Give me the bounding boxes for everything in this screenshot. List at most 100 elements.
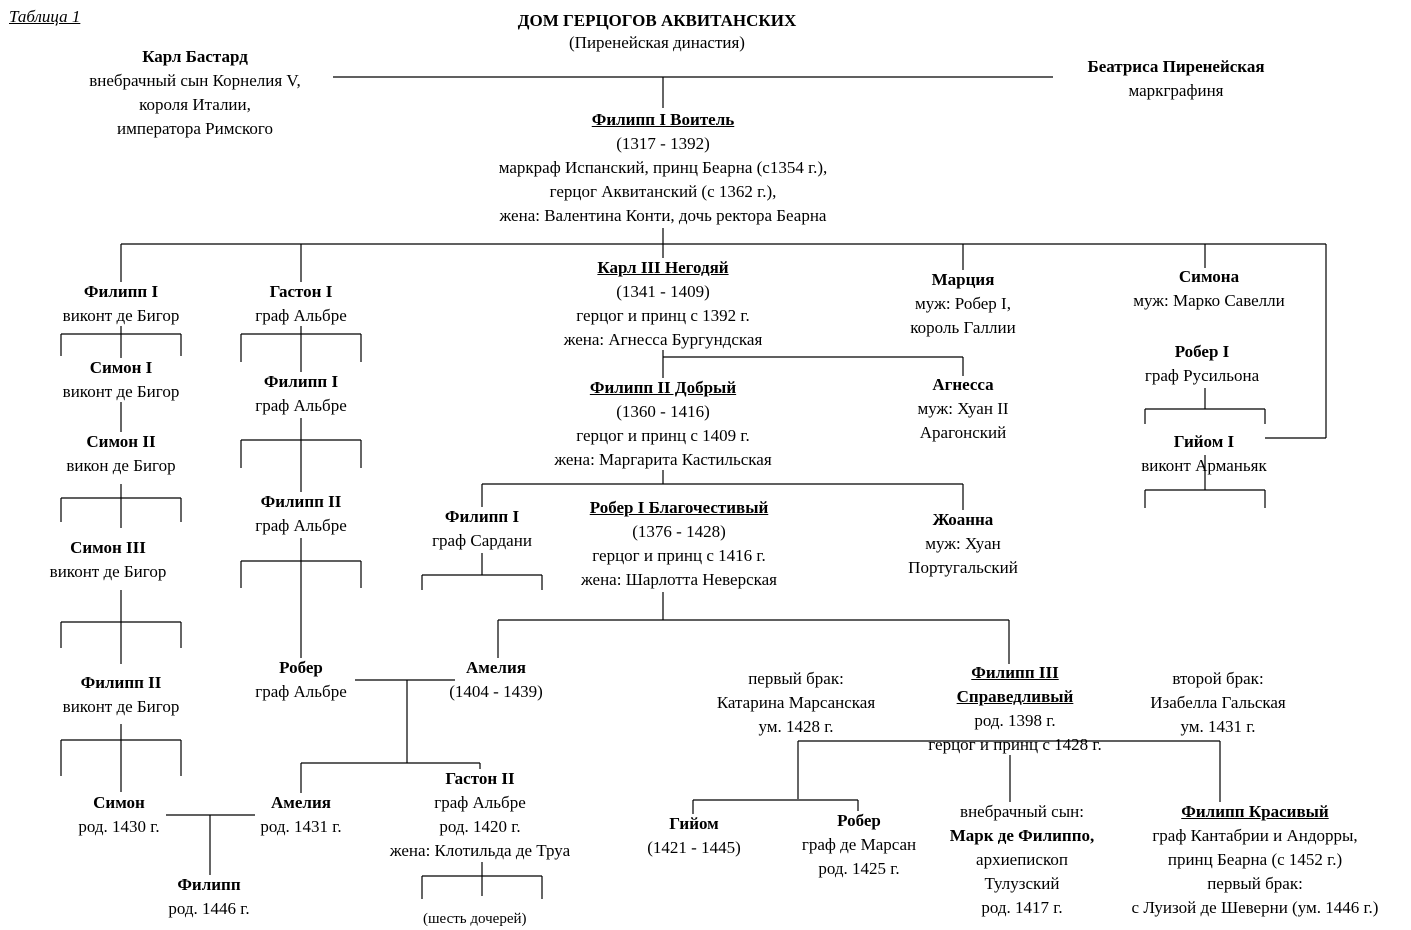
person-detail: граф Альбре bbox=[434, 793, 526, 812]
person-name: Беатриса Пиренейская bbox=[1087, 57, 1265, 76]
person-detail: (1317 - 1392) bbox=[616, 134, 710, 153]
person-karl-iii: Карл III Негодяй (1341 - 1409) герцог и пр… bbox=[564, 256, 763, 352]
person-detail: ум. 1428 г. bbox=[758, 717, 834, 736]
person-name: Филипп II bbox=[260, 492, 342, 511]
person-detail: виконт де Бигор bbox=[62, 697, 180, 716]
person-name: Гастон I bbox=[269, 282, 333, 301]
person-detail: граф Альбре bbox=[255, 682, 347, 701]
person-detail: первый брак: bbox=[1207, 874, 1303, 893]
person-rober-albre: Робер граф Альбре bbox=[255, 656, 347, 704]
person-name: Филипп II Добрый bbox=[589, 378, 737, 397]
person-rober-i-rusilon: Робер I граф Русильона bbox=[1145, 340, 1259, 388]
person-name: Симон III bbox=[70, 538, 146, 557]
person-detail: Изабелла Гальская bbox=[1150, 693, 1286, 712]
person-filipp-ii-bigor: Филипп II виконт де Бигор bbox=[63, 671, 180, 719]
person-detail: граф Альбре bbox=[255, 396, 347, 415]
person-simon-1430: Симон род. 1430 г. bbox=[78, 791, 159, 839]
person-detail: (1376 - 1428) bbox=[632, 522, 726, 541]
person-detail: король Галлии bbox=[910, 318, 1016, 337]
person-simona: Симона муж: Марко Савелли bbox=[1133, 265, 1284, 313]
person-detail: род. 1420 г. bbox=[439, 817, 521, 836]
person-detail: виконт де Бигор bbox=[49, 562, 167, 581]
person-detail: род. 1430 г. bbox=[78, 817, 160, 836]
person-filipp-ii-dobryi: Филипп II Добрый(1360 - 1416)герцог и пр… bbox=[554, 376, 771, 472]
person-name: Симона bbox=[1178, 267, 1240, 286]
person-detail: маркграфиня bbox=[1128, 81, 1224, 100]
note-six-daughters: (шесть дочерей) bbox=[423, 911, 527, 927]
person-detail: Арагонский bbox=[919, 423, 1007, 442]
person-detail: граф Альбре bbox=[255, 516, 347, 535]
person-detail: род. 1398 г. bbox=[974, 711, 1056, 730]
person-detail: граф Русильона bbox=[1144, 366, 1260, 385]
person-name: Филипп II bbox=[80, 673, 162, 692]
person-detail: муж: Марко Савелли bbox=[1133, 291, 1285, 310]
person-detail: муж: Робер I, bbox=[915, 294, 1011, 313]
person-name: Робер I Благочестивый bbox=[589, 498, 769, 517]
person-giyom: Гийом(1421 - 1445) bbox=[647, 812, 740, 860]
person-detail: архиепископ bbox=[976, 850, 1068, 869]
person-name: Марция bbox=[931, 270, 995, 289]
person-name: Жоанна bbox=[932, 510, 994, 529]
person-name: Филипп I bbox=[444, 507, 520, 526]
person-detail: жена: Агнесса Бургундская bbox=[563, 330, 763, 349]
person-detail: граф де Марсан bbox=[801, 835, 917, 854]
person-beatrisa: Беатриса Пиренейская маркграфиня bbox=[1087, 55, 1264, 103]
person-gaston-i: Гастон I граф Альбре bbox=[255, 280, 347, 328]
person-name: Амелия bbox=[271, 793, 331, 812]
diagram-subtitle: (Пиренейская династия) bbox=[569, 33, 745, 52]
person-name: Робер bbox=[279, 658, 323, 677]
person-detail: (1421 - 1445) bbox=[647, 838, 741, 857]
person-detail: род. 1446 г. bbox=[168, 899, 250, 918]
person-detail: Марк де Филиппо, bbox=[949, 826, 1095, 845]
person-detail: (1341 - 1409) bbox=[616, 282, 710, 301]
person-detail: принц Беарна (с 1452 г.) bbox=[1167, 850, 1343, 869]
person-detail: герцог и принц с 1392 г. bbox=[576, 306, 750, 325]
person-detail: виконт Арманьяк bbox=[1141, 456, 1267, 475]
person-detail: род. 1417 г. bbox=[981, 898, 1063, 917]
person-name: Гийом I bbox=[1173, 432, 1235, 451]
person-ameliya-1404: Амелия(1404 - 1439) bbox=[449, 656, 542, 704]
person-detail: граф Сардани bbox=[432, 531, 532, 550]
person-detail: род. 1425 г. bbox=[818, 859, 900, 878]
person-detail: Справедливый bbox=[956, 687, 1074, 706]
person-name: Филипп III bbox=[971, 663, 1059, 682]
person-detail: виконт де Бигор bbox=[62, 382, 180, 401]
person-detail: виконт де Бигор bbox=[62, 306, 180, 325]
person-detail: жена: Маргарита Кастильская bbox=[554, 450, 772, 469]
person-detail: граф Альбре bbox=[255, 306, 347, 325]
person-name: Филипп I Воитель bbox=[591, 110, 735, 129]
person-name: Симон I bbox=[89, 358, 153, 377]
person-name: Карл III Негодяй bbox=[597, 258, 729, 277]
person-name: Симон bbox=[93, 793, 145, 812]
diagram-title: ДОМ ГЕРЦОГОВ АКВИТАНСКИХ bbox=[517, 11, 797, 30]
person-simon-i: Симон I виконт де Бигор bbox=[63, 356, 180, 404]
person-filipp-i-voitel: Филипп I Воитель(1317 - 1392)маркраф Исп… bbox=[499, 108, 828, 228]
person-name: внебрачный сын: bbox=[960, 802, 1084, 821]
person-name: Симон II bbox=[86, 432, 156, 451]
person-detail: ум. 1431 г. bbox=[1180, 717, 1256, 736]
person-detail: (1360 - 1416) bbox=[616, 402, 710, 421]
person-filipp-i-sardani: Филипп I граф Сардани bbox=[432, 505, 532, 553]
person-name: Робер I bbox=[1174, 342, 1230, 361]
person-giyom-i: Гийом I виконт Арманьяк bbox=[1141, 430, 1266, 478]
person-detail: короля Италии, bbox=[139, 95, 251, 114]
table-label: Таблица 1 bbox=[9, 7, 81, 26]
person-rober-i-blag: Робер I Благочестивый(1376 - 1428)герцог… bbox=[581, 496, 777, 592]
person-detail: Португальский bbox=[908, 558, 1018, 577]
person-detail: муж: Хуан bbox=[925, 534, 1001, 553]
person-name: второй брак: bbox=[1172, 669, 1264, 688]
person-name: Филипп Красивый bbox=[1181, 802, 1329, 821]
person-filipp-ii-albre: Филипп II граф Альбре bbox=[255, 490, 347, 538]
person-detail: с Луизой де Шеверни (ум. 1446 г.) bbox=[1131, 898, 1379, 917]
person-detail: жена: Шарлотта Неверская bbox=[581, 570, 777, 589]
person-name: Гастон II bbox=[445, 769, 515, 788]
